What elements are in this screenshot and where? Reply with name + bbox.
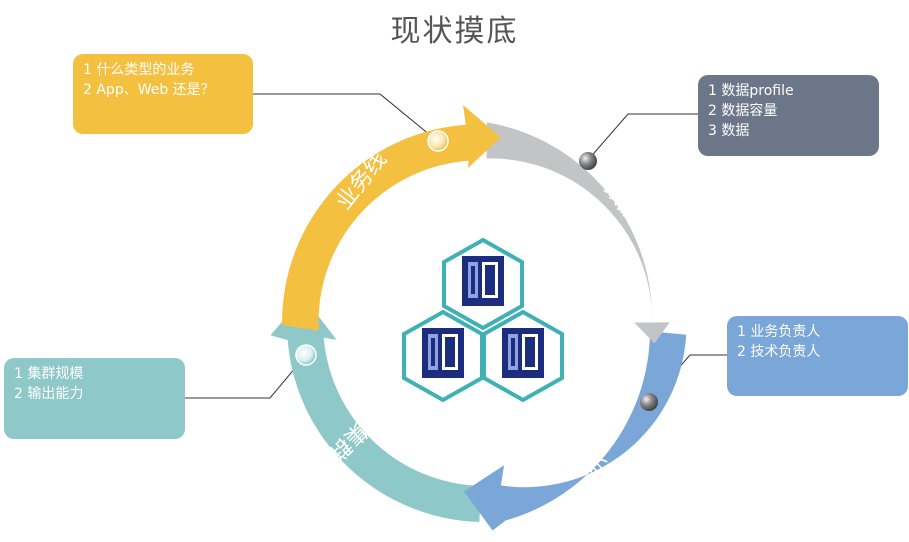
arc-business [282, 105, 501, 331]
callout-data: 1 数据profile 2 数据容量 3 数据 [698, 75, 879, 156]
callout-people-line-2: 2 技术负责人 [737, 344, 821, 360]
callout-business: 1 什么类型的业务 2 App、Web 还是？ [73, 54, 253, 134]
connector-line-data [587, 113, 698, 161]
dot-cluster [295, 344, 317, 366]
connector-line-cluster [185, 354, 307, 399]
callout-business-line-2: 2 App、Web 还是？ [83, 82, 215, 98]
callout-cluster: 1 集群规模 2 输出能力 [4, 358, 185, 439]
callout-people: 1 业务负责人 2 技术负责人 [727, 316, 908, 396]
callout-cluster-line-1: 1 集群规模 [14, 366, 84, 382]
arc-cluster [270, 297, 481, 522]
dot-people [640, 393, 658, 411]
arc-people [464, 331, 687, 531]
arc-data [486, 122, 670, 344]
connector-line-business [253, 93, 437, 141]
page-title: 现状摸底 [390, 14, 519, 49]
dot-business [427, 130, 449, 152]
server-cluster-icon [402, 237, 564, 403]
callout-data-line-2: 2 数据容量 [708, 103, 778, 119]
callout-people-line-1: 1 业务负责人 [737, 324, 821, 340]
callout-data-line-3: 3 数据 [708, 123, 750, 139]
dot-data [579, 152, 597, 170]
callout-cluster-line-2: 2 输出能力 [14, 386, 84, 402]
callout-data-line-1: 1 数据profile [708, 83, 794, 99]
callout-business-line-1: 1 什么类型的业务 [83, 62, 195, 78]
